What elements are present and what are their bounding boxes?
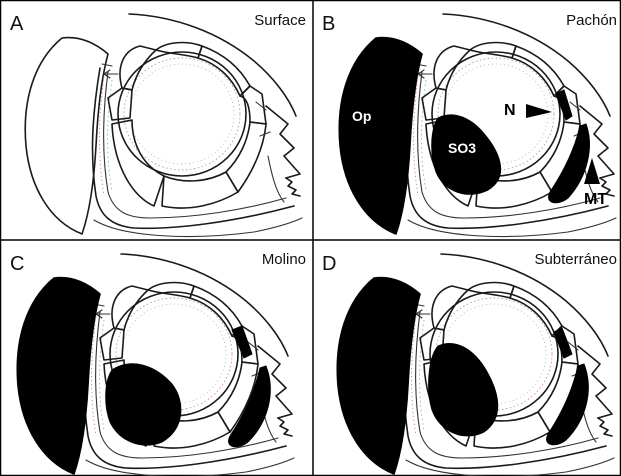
panel-d-letter: D <box>322 253 336 275</box>
panel-c-letter: C <box>10 253 24 275</box>
nasal-shape <box>556 90 572 120</box>
panel-b-letter: B <box>322 13 335 35</box>
panel-a-title: Surface <box>254 12 306 29</box>
opercle-shape <box>339 38 422 234</box>
panel-c <box>17 254 294 476</box>
so3-shape <box>429 343 498 435</box>
maxilla-shape <box>547 364 589 445</box>
label-op: Op <box>352 108 371 124</box>
panel-c-title: Molino <box>262 251 306 268</box>
label-mt: MT <box>584 191 607 208</box>
opercle-shape <box>17 278 100 474</box>
opercle-shape <box>337 278 420 474</box>
panel-a-letter: A <box>10 13 24 35</box>
panel-d <box>337 254 614 476</box>
panel-a <box>25 14 302 236</box>
arrow-n <box>526 104 552 118</box>
panel-b-title: Pachón <box>566 12 617 29</box>
maxilla-shape <box>229 366 271 447</box>
label-so3: SO3 <box>448 140 476 156</box>
label-n: N <box>504 102 516 119</box>
panel-d-title: Subterráneo <box>534 251 617 268</box>
panel-b <box>339 14 616 236</box>
so3-shape <box>106 364 181 445</box>
